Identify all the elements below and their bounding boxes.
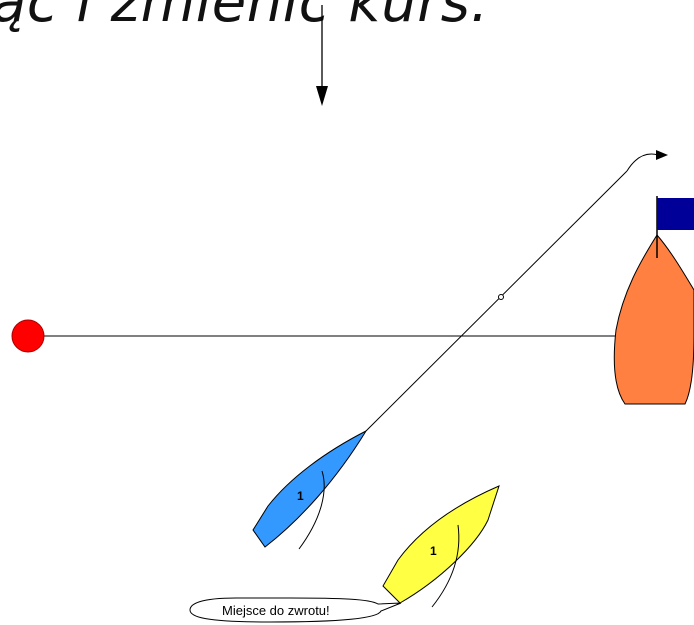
yellow-boat-number: 1 (430, 544, 437, 558)
caption-text: ąć i zmienić kurs. (0, 0, 489, 35)
committee-flag (657, 198, 694, 230)
speech-bubble-text: Miejsce do zwrotu! (222, 603, 330, 618)
mark-buoy (11, 319, 45, 353)
blue-boat-course (365, 150, 668, 432)
committee-boat (613, 196, 694, 405)
speech-bubble: Miejsce do zwrotu! (189, 597, 402, 623)
down-arrow (316, 5, 328, 106)
blue-boat-number: 1 (297, 489, 304, 503)
blue-boat: 1 (252, 429, 368, 550)
yellow-boat: 1 (382, 485, 500, 608)
